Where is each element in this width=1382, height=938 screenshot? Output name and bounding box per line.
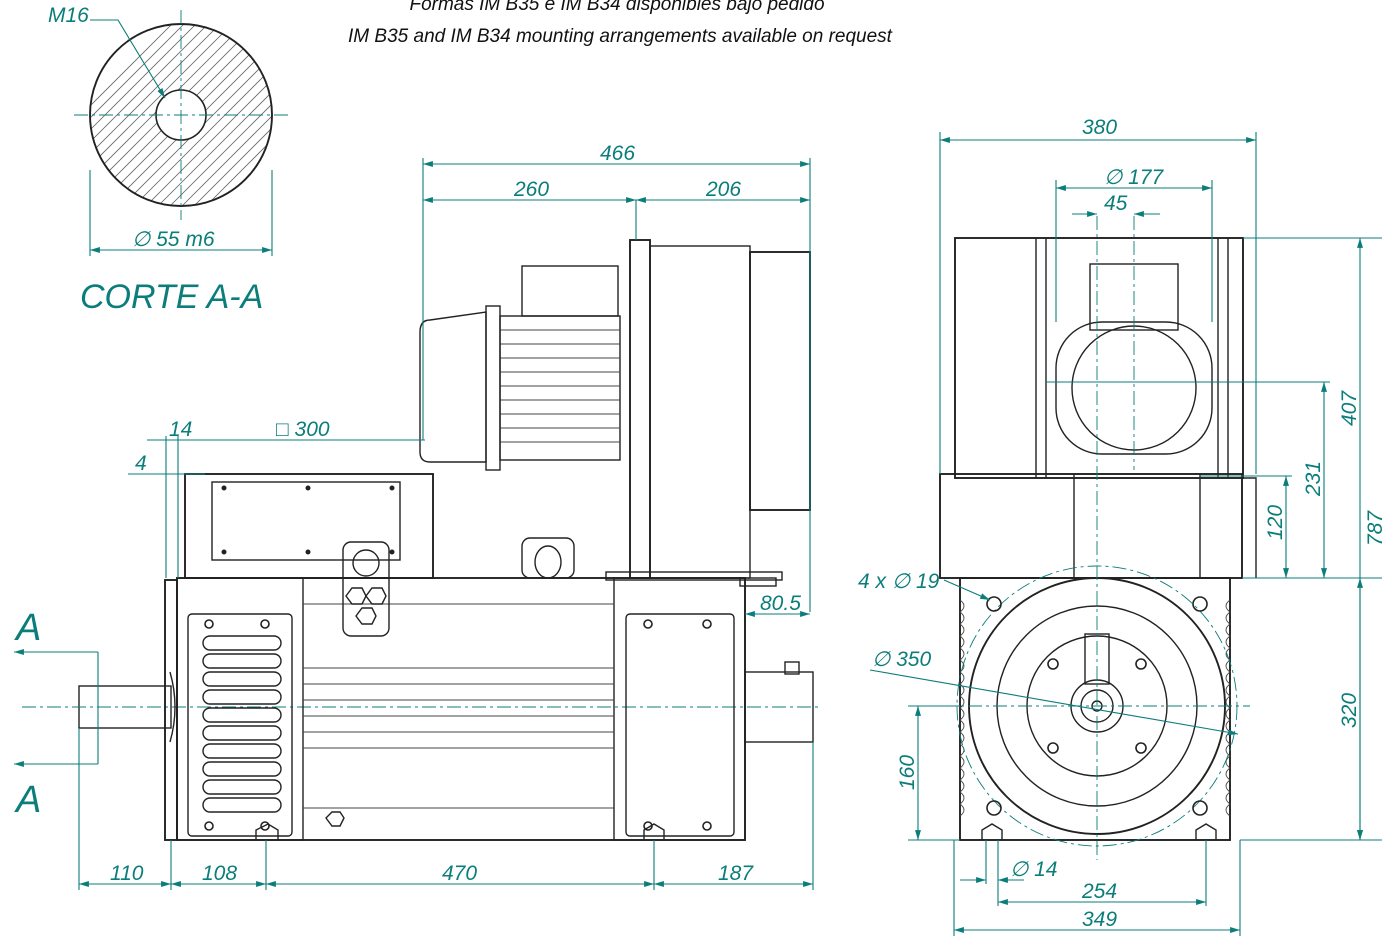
dim-height-frame: 320 (1338, 693, 1361, 728)
dim-foot-span-outer: 349 (1082, 908, 1117, 931)
dim-end-overall-width: 380 (1082, 116, 1117, 139)
dim-overall-top: 466 (600, 142, 635, 165)
dim-top-right: 206 (705, 178, 741, 201)
dim-fan-offset: 45 (1104, 192, 1128, 215)
dim-shoulder: 4 (135, 452, 147, 475)
dim-foot-hole: ∅ 14 (1010, 858, 1058, 881)
motor-end-view: 380 ∅ 177 45 787 407 231 120 320 160 4 x… (858, 116, 1382, 936)
dim-foot-span-inner: 254 (1081, 880, 1117, 903)
dim-shaft-height: 160 (896, 755, 919, 790)
section-mark-top: A (14, 607, 41, 649)
thread-label: M16 (48, 4, 89, 27)
section-title: CORTE A-A (80, 278, 263, 316)
end-view-fins (959, 599, 1231, 817)
dim-holes: 4 x ∅ 19 (858, 570, 940, 593)
frame-ribs (303, 603, 614, 809)
dim-bottom-rear: 187 (718, 862, 754, 885)
dim-terminal-box: □ 300 (276, 418, 330, 441)
ventilation-louvers (202, 635, 282, 813)
dim-height-box: 120 (1264, 505, 1287, 540)
dim-height-fan-axis: 407 (1338, 390, 1361, 426)
dim-fan-diameter: ∅ 177 (1104, 166, 1164, 189)
motor-side-view: 466 260 206 14 □ 300 4 80.5 A A 110 108 … (13, 142, 820, 890)
dim-height-fan: 231 (1302, 461, 1325, 497)
flange-bolt-holes (986, 596, 1208, 816)
dim-bottom-front: 108 (202, 862, 237, 885)
section-mark-bottom: A (14, 779, 41, 821)
section-diameter-label: ∅ 55 m6 (132, 228, 215, 251)
dim-fan-overhang: 80.5 (760, 592, 801, 615)
header-note-es: Formas IM B35 e IM B34 disponibles bajo … (409, 0, 824, 15)
motor-cooling-fins (500, 329, 620, 443)
dim-flange-offset: 14 (169, 418, 192, 441)
dim-bottom-shaft: 110 (110, 862, 144, 885)
cover-bolts (204, 619, 712, 831)
shaft-section-view: M16 ∅ 55 m6 CORTE A-A (48, 4, 290, 316)
header-note-en: IM B35 and IM B34 mounting arrangements … (348, 26, 893, 47)
dim-height-total: 787 (1364, 510, 1382, 546)
dim-top-left: 260 (513, 178, 549, 201)
dim-pcd: ∅ 350 (872, 648, 931, 671)
dim-bottom-middle: 470 (442, 862, 477, 885)
